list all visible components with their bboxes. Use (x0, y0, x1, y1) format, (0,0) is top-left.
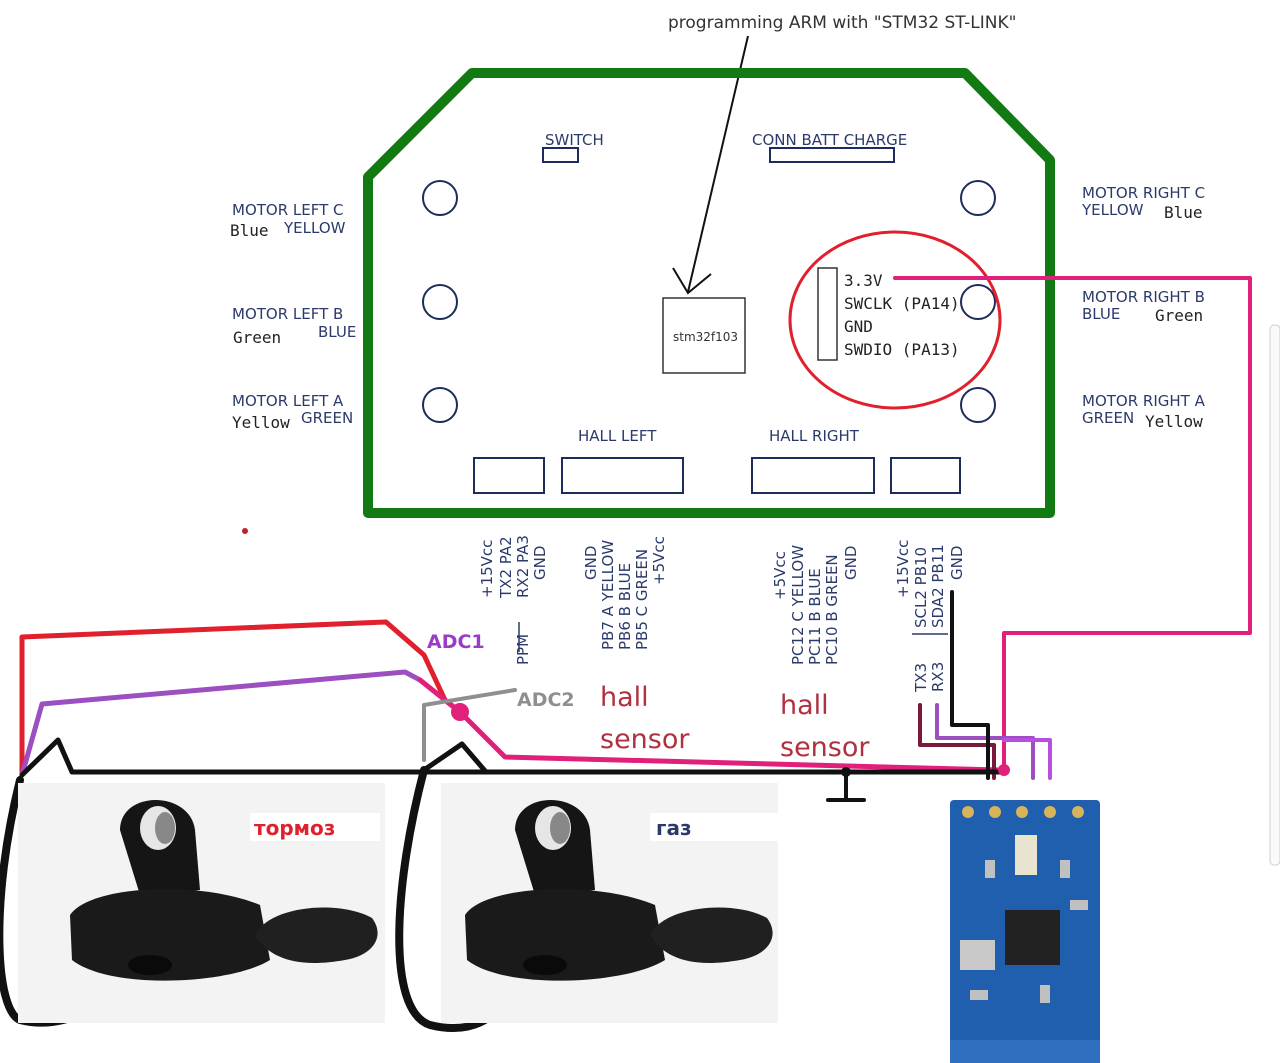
svg-text:PPM: PPM (514, 634, 532, 665)
svg-text:SDA2 PB11: SDA2 PB11 (929, 544, 947, 628)
svg-text:PB5 C GREEN: PB5 C GREEN (633, 549, 651, 650)
side-edge (1269, 324, 1280, 866)
hall-sensor-right-2: sensor (780, 732, 870, 763)
motor-right-a: MOTOR RIGHT A (1082, 392, 1206, 410)
switch-label: SWITCH (545, 131, 604, 149)
bt-junction-dot (998, 764, 1010, 776)
svg-text:PB6 B BLUE: PB6 B BLUE (616, 563, 634, 650)
hall-left-connector (561, 457, 684, 494)
annotation-arrow (687, 35, 749, 293)
pin-labels-uart-left: +15Vcc TX2 PA2 RX2 PA3 GND PPM (478, 535, 549, 665)
svg-text:PC11 B BLUE: PC11 B BLUE (806, 568, 824, 665)
motor-right-labels: MOTOR RIGHT C YELLOW Blue MOTOR RIGHT B … (1081, 184, 1206, 431)
annotation-top: programming ARM with "STM32 ST-LINK" (668, 13, 1016, 33)
swd-header (817, 267, 838, 361)
motor-right-c-sub1: YELLOW (1081, 201, 1144, 219)
adc2-label: ADC2 (517, 689, 575, 711)
svg-text:+5Vcc: +5Vcc (771, 551, 789, 600)
svg-text:PC12 C YELLOW: PC12 C YELLOW (789, 545, 807, 665)
adc1-label: ADC1 (427, 631, 485, 653)
motor-left-c-sub1: Blue (230, 221, 269, 240)
swd-pin-3: GND (844, 317, 873, 336)
motor-left-labels: MOTOR LEFT C Blue YELLOW MOTOR LEFT B Gr… (230, 201, 356, 432)
magenta-wire (417, 677, 1003, 773)
motor-left-a-sub2: GREEN (301, 409, 353, 427)
hall-right-connector (751, 457, 875, 494)
conn-batt-label: CONN BATT CHARGE (752, 131, 907, 149)
purple-wire-right (1002, 738, 1052, 780)
svg-text:+15Vcc: +15Vcc (894, 540, 912, 598)
motor-left-a-sub1: Yellow (232, 413, 290, 432)
chip-stm32 (662, 297, 746, 374)
rx3-wire (935, 703, 1035, 780)
switch-connector (542, 147, 579, 163)
uart-right-connector (890, 457, 961, 494)
brake-label: тормоз (254, 816, 335, 840)
svg-text:TX2 PA2: TX2 PA2 (497, 536, 515, 599)
svg-text:GND: GND (582, 546, 600, 580)
purple-wire (19, 669, 423, 778)
motor-left-c: MOTOR LEFT C (232, 201, 344, 219)
motor-right-b: MOTOR RIGHT B (1082, 288, 1205, 306)
pin-labels-uart-right: +15Vcc SCL2 PB10 SDA2 PB11 GND TX3 RX3 (894, 540, 966, 693)
svg-text:+5Vcc: +5Vcc (650, 536, 668, 585)
swd-pin-4: SWDIO (PA13) (844, 340, 960, 359)
motor-left-a: MOTOR LEFT A (232, 392, 344, 410)
hall-sensor-left-2: sensor (600, 724, 690, 755)
motor-left-c-sub2: YELLOW (283, 219, 346, 237)
board-outline (363, 68, 1055, 518)
hall-sensor-left-1: hall (600, 682, 649, 713)
pin-labels-hall-left: GND PB7 A YELLOW PB6 B BLUE PB5 C GREEN … (582, 536, 668, 650)
red-dot-mark (242, 528, 248, 534)
svg-text:PB7 A YELLOW: PB7 A YELLOW (599, 540, 617, 650)
svg-text:GND: GND (531, 546, 549, 580)
ground-junction-dot (841, 767, 851, 777)
svg-text:GND: GND (842, 546, 860, 580)
arrow-head (672, 267, 712, 295)
motor-right-b-sub1: BLUE (1082, 305, 1120, 323)
motor-left-b-sub1: Green (233, 328, 281, 347)
hall-right-label: HALL RIGHT (769, 427, 860, 445)
svg-text:+15Vcc: +15Vcc (478, 540, 496, 598)
motor-right-a-sub2: Yellow (1145, 412, 1203, 431)
motor-right-c: MOTOR RIGHT C (1082, 184, 1205, 202)
motor-right-a-sub1: GREEN (1082, 409, 1134, 427)
svg-text:GND: GND (948, 546, 966, 580)
black-ground-wire (19, 737, 1003, 778)
swd-3v3-wire (893, 276, 1252, 772)
svg-text:SCL2 PB10: SCL2 PB10 (912, 547, 930, 628)
svg-text:TX3: TX3 (912, 663, 930, 693)
hall-sensor-right-1: hall (780, 690, 829, 721)
gnd-wire-right (950, 590, 990, 780)
uart-left-connector (473, 457, 545, 494)
junction-dot (451, 703, 469, 721)
throttle-label: газ (656, 816, 692, 840)
tx3-wire (918, 703, 996, 780)
conn-batt-connector (769, 147, 895, 163)
motor-right-b-sub2: Green (1155, 306, 1203, 325)
swd-pin-2: SWCLK (PA14) (844, 294, 960, 313)
mounting-holes (422, 180, 996, 423)
swd-highlight-circle (788, 230, 1002, 410)
hall-left-label: HALL LEFT (578, 427, 657, 445)
swd-pin-1: 3.3V (844, 271, 883, 290)
svg-text:RX2 PA3: RX2 PA3 (514, 535, 532, 598)
black-wire-loop (421, 741, 489, 775)
chip-label: stm32f103 (673, 330, 738, 344)
motor-left-b-sub2: BLUE (318, 323, 356, 341)
svg-text:PC10 B GREEN: PC10 B GREEN (823, 554, 841, 665)
bluetooth-module-icon (950, 800, 1100, 1063)
gray-wire (422, 688, 517, 762)
pin-labels-hall-right: +5Vcc PC12 C YELLOW PC11 B BLUE PC10 B G… (771, 545, 860, 665)
motor-left-b: MOTOR LEFT B (232, 305, 343, 323)
svg-text:RX3: RX3 (929, 662, 947, 692)
throttle-label-bg (650, 813, 780, 841)
motor-right-c-sub2: Blue (1164, 203, 1203, 222)
brake-label-bg (250, 813, 380, 841)
